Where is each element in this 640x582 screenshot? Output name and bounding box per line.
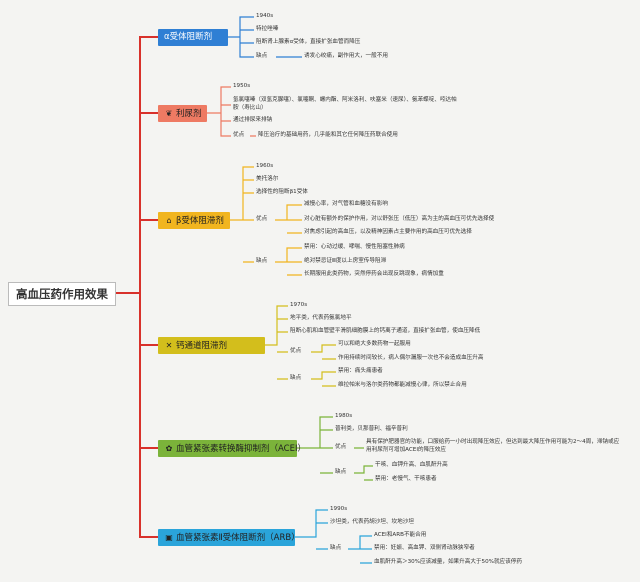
arb-con-label: 缺点 xyxy=(330,545,342,551)
beta-pro-3: 对焦虑引起的高血压，以及精神因素占主要作用的高血压可优先选择 xyxy=(304,229,472,235)
acei-con-1: 干咳、血钾升高、血肌酐升高 xyxy=(375,462,448,468)
home-icon: ⌂ xyxy=(166,216,172,225)
acei-pro-label: 优点 xyxy=(335,444,347,450)
arb-con-3: 血肌酐升高＞30%应该减量，如果升高大于50%就应该停药 xyxy=(374,559,522,565)
category-diuretic[interactable]: ❦利尿剂 xyxy=(158,105,207,122)
diuretic-pro: 降压治疗的基础用药，几乎能和其它任何降压药联合使用 xyxy=(258,132,398,138)
category-arb[interactable]: ▣血管紧张素Ⅱ受体阻断剂（ARB） xyxy=(158,529,300,546)
beta-selectivity: 选择性的阻断β1受体 xyxy=(256,189,308,195)
arb-year: 1990s xyxy=(330,506,348,512)
category-label: 钙通道阻滞剂 xyxy=(176,341,228,351)
diuretic-pro-label: 优点 xyxy=(233,132,245,138)
syringe-icon: ✕ xyxy=(165,341,173,350)
category-label: β受体阻滞剂 xyxy=(176,216,224,226)
category-label: 血管紧张素转换酶抑制剂（ACEI） xyxy=(176,444,306,454)
category-label: α受体阻断剂 xyxy=(164,32,213,42)
category-label: 血管紧张素Ⅱ受体阻断剂（ARB） xyxy=(176,533,300,543)
ccb-con-1: 禁用：痛头痛患者 xyxy=(338,368,383,374)
beta-con-label: 缺点 xyxy=(256,258,268,264)
leaf-icon: ❦ xyxy=(165,109,173,118)
beta-pro-label: 优点 xyxy=(256,216,268,222)
acei-con-label: 缺点 xyxy=(335,469,347,475)
beta-con-1: 禁用：心动过缓、哮喘、慢性阻塞性肺病 xyxy=(304,244,405,250)
root-title: 高血压药作用效果 xyxy=(8,282,116,306)
arb-drug: 沙坦类，代表药胡沙坦、坎地沙坦 xyxy=(330,519,414,525)
arb-con-2: 禁用：妊娠、高血钾、双侧肾动脉狭窄者 xyxy=(374,545,475,551)
bottle-icon: ▣ xyxy=(165,533,173,542)
diuretic-mechanism: 通过排尿来排钠 xyxy=(233,117,273,123)
alpha-mechanism: 阻断肾上腺素α受体，直接扩张血管而降压 xyxy=(256,39,361,45)
acei-drug: 普利类，贝那普利、福辛普利 xyxy=(335,426,408,432)
beta-con-3: 长期服用此类药物，突然停药会出现反跳现象，病情加重 xyxy=(304,271,444,277)
category-calcium-channel-blocker[interactable]: ✕钙通道阻滞剂 xyxy=(158,337,265,354)
ccb-pro-1: 可以和绝大多数药物一起服用 xyxy=(338,341,411,347)
ccb-year: 1970s xyxy=(290,302,308,308)
acei-year: 1980s xyxy=(335,413,353,419)
diuretic-drugs: 氢氯噻嗪（双氢克脲噻）、氯噻酮、螺内酯、阿米洛利、呋塞米（速尿）、氨苯蝶啶、吲达… xyxy=(233,97,457,111)
beta-year: 1960s xyxy=(256,163,274,169)
beta-drug: 美托洛尔 xyxy=(256,176,279,182)
arb-con-1: ACEI和ARB不能合用 xyxy=(374,532,427,538)
category-alpha-blocker[interactable]: α受体阻断剂 xyxy=(158,29,228,46)
alpha-con-label: 缺点 xyxy=(256,53,268,59)
ccb-pro-label: 优点 xyxy=(290,348,302,354)
beta-pro-2: 对心脏有额外的保护作用，对以舒张压（低压）高为主的高血压可优先选择使 xyxy=(304,216,495,222)
ccb-con-label: 缺点 xyxy=(290,375,302,381)
alpha-year: 1940s xyxy=(256,13,274,19)
category-beta-blocker[interactable]: ⌂ β受体阻滞剂 xyxy=(158,212,230,229)
ccb-drug: 地平类，代表药氨氯地平 xyxy=(290,315,352,321)
acei-con-2: 禁用：老慢气、干咳患者 xyxy=(375,476,437,482)
category-label: 利尿剂 xyxy=(176,109,202,119)
diuretic-year: 1950s xyxy=(233,83,251,89)
category-acei[interactable]: ✿血管紧张素转换酶抑制剂（ACEI） xyxy=(158,440,306,457)
clover-icon: ✿ xyxy=(165,444,173,453)
ccb-con-2: 维拉帕米与洛尔类药物都能减慢心律，所以禁止合用 xyxy=(338,382,467,388)
beta-con-2: 绝对禁忌证Ⅲ度以上房室传导阻滞 xyxy=(304,258,387,264)
alpha-con: 诱发心绞痛，副作用大，一般不用 xyxy=(304,53,388,59)
ccb-pro-2: 作用持续时间较长，病人偶尔漏服一次也不会造成血压升高 xyxy=(338,355,484,361)
ccb-mechanism: 阻断心肌和血管壁平滑肌细胞膜上的钙离子通道，直接扩张血管，使血压降低 xyxy=(290,328,481,334)
beta-pro-1: 减慢心率，对气管和血糖没有影响 xyxy=(304,201,388,207)
acei-pro: 具有保护肥器官的功能，口服给药一小时出现降压效应，但达到最大降压作用可能为2～4… xyxy=(366,439,620,453)
alpha-drug: 特拉唑嗪 xyxy=(256,26,279,32)
